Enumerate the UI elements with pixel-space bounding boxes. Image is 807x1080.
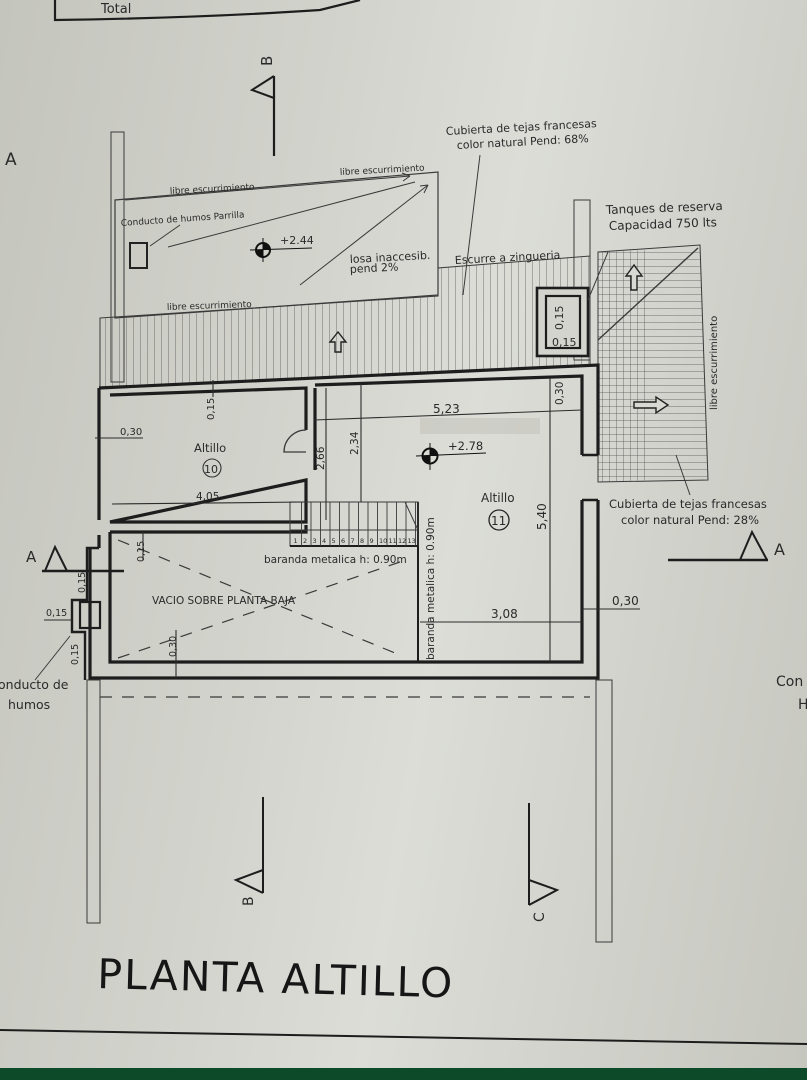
section-marker-b-top: B [249,56,276,156]
tanques-line1: Tanques de reserva [605,199,723,217]
svg-text:0,15: 0,15 [77,572,88,593]
room-10-number: 10 [204,463,218,476]
room-11-name: Altillo [481,491,515,505]
cut-off-label-line2: H [798,697,807,713]
dimensions-room-10: 0,15 0,30 4,05 Altillo 10 [95,380,306,505]
svg-text:+2.78: +2.78 [448,439,483,453]
parrilla-duct [129,242,148,269]
table-surface [0,1068,807,1080]
svg-text:0,15: 0,15 [136,541,147,562]
svg-text:pend 2%: pend 2% [349,260,398,276]
level-marker-altillo: +2.78 [415,439,487,470]
stair-step-number: 11 [389,537,397,545]
svg-text:VACIO SOBRE PLANTA BAJA: VACIO SOBRE PLANTA BAJA [152,595,296,607]
svg-text:4,05: 4,05 [196,491,219,503]
room-11-number: 11 [491,514,506,528]
room-10-name: Altillo [194,441,226,455]
svg-text:5,23: 5,23 [433,402,460,416]
svg-text:0,30: 0,30 [612,594,639,608]
stair-step-number: 9 [370,537,374,545]
svg-text:2,34: 2,34 [349,431,361,455]
section-marker-a-left: A [26,544,124,573]
section-marker-b-bottom: B [233,797,264,906]
tanques-line2: Capacidad 750 lts [609,215,717,233]
svg-text:0,30: 0,30 [120,427,142,438]
svg-text:B: B [241,896,257,906]
right-column-lower [595,679,613,943]
svg-text:2,66: 2,66 [315,446,327,470]
svg-text:0,15: 0,15 [70,644,81,665]
libre-escurrimiento-right: libre escurrimiento [709,316,720,410]
water-tank: 0,15 0,15 [535,251,609,358]
svg-text:A: A [26,548,37,566]
svg-text:5,40: 5,40 [535,503,549,530]
svg-text:+2.44: +2.44 [280,234,314,247]
svg-text:0,15: 0,15 [206,398,217,420]
section-marker-a-top: A [5,150,17,170]
svg-text:3,08: 3,08 [491,607,518,621]
cubierta-28-line1: Cubierta de tejas francesas [609,497,767,511]
svg-text:0,15: 0,15 [552,336,577,349]
total-label: Total [100,2,131,17]
svg-text:0,30: 0,30 [168,636,179,657]
stair-step-number: 4 [322,537,326,545]
left-duct: 0,15 0,15 0,15 onducto de humos [0,546,102,712]
sheet-border-bottom [0,1029,807,1045]
svg-text:libre escurrimiento: libre escurrimiento [340,164,426,178]
baranda-horizontal-label: baranda metalica h: 0.90m [264,554,407,566]
section-marker-c-bottom: C [528,803,560,922]
stair-step-number: 7 [351,537,355,545]
section-marker-a-right: A [668,529,785,562]
svg-text:0,15: 0,15 [553,306,566,331]
conducto-humos-line1: onducto de [0,677,69,692]
stair-step-number: 2 [303,537,307,545]
stair-step-number: 1 [294,537,298,545]
level-marker-losa: +2.44 [249,234,314,262]
svg-text:0,30: 0,30 [554,382,566,405]
svg-text:losa inaccesib.: losa inaccesib. [349,249,430,266]
svg-text:B: B [258,56,276,66]
arrow-up-icon-right [624,263,644,291]
cut-off-label-line1: Con [776,674,803,690]
stair-step-number: 8 [360,537,364,545]
vacio-area: VACIO SOBRE PLANTA BAJA 0,15 0,30 [117,532,401,678]
erased-smudge [420,418,540,434]
losa-inaccesible: +2.44 libre escurrimiento libre escurrim… [114,164,439,319]
stair-step-number: 5 [332,537,336,545]
svg-text:C: C [532,912,548,922]
arrow-up-icon [328,330,348,353]
top-summary-table: Total [53,0,361,22]
cubierta-28-line2: color natural Pend: 28% [621,513,759,527]
stair-step-number: 6 [341,537,345,545]
svg-text:libre escurrimiento: libre escurrimiento [170,183,256,197]
dimensions-room-11: 2,66 2,34 5,23 0,30 5,40 3,08 0,30 Altil… [313,378,640,662]
svg-text:0,15: 0,15 [46,608,67,619]
escurre-label: Escurre a zingueria [454,248,560,267]
left-column-lower [86,679,101,924]
arrow-right-icon [633,395,670,415]
svg-text:Conducto de humos Parrilla: Conducto de humos Parrilla [121,210,245,229]
stair-step-number: 3 [313,537,317,545]
svg-text:A: A [774,540,785,559]
baranda-vertical-label: baranda metalica h: 0.90m [425,517,437,660]
plan-title: PLANTA ALTILLO [97,950,455,1007]
stair-step-number: 12 [398,537,406,545]
stair-step-number: 10 [379,537,387,545]
conducto-humos-line2: humos [8,697,50,712]
stair-step-number: 13 [408,537,416,545]
